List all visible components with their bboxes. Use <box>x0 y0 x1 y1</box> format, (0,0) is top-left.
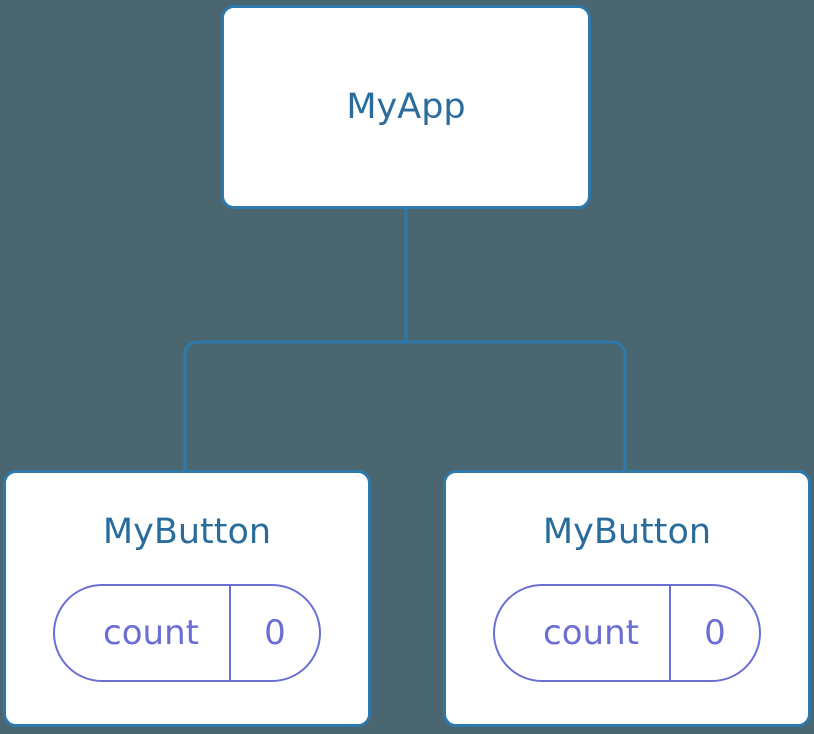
state-key-label: count <box>103 613 199 653</box>
node-mybutton-left[interactable]: MyButton count 0 <box>3 470 371 727</box>
node-myapp[interactable]: MyApp <box>221 5 591 209</box>
state-pill-count-right[interactable]: count 0 <box>493 584 761 682</box>
node-mybutton-right[interactable]: MyButton count 0 <box>443 470 811 727</box>
node-mybutton-left-title: MyButton <box>102 512 272 552</box>
edge-bus-to-right-child <box>406 340 627 470</box>
state-key-label: count <box>543 613 639 653</box>
state-pill-count-left[interactable]: count 0 <box>53 584 321 682</box>
state-value-label: 0 <box>229 586 319 680</box>
state-value-label: 0 <box>669 586 759 680</box>
edge-bus-to-left-child <box>183 340 406 470</box>
node-myapp-title: MyApp <box>346 86 466 127</box>
node-mybutton-right-title: MyButton <box>542 512 712 552</box>
